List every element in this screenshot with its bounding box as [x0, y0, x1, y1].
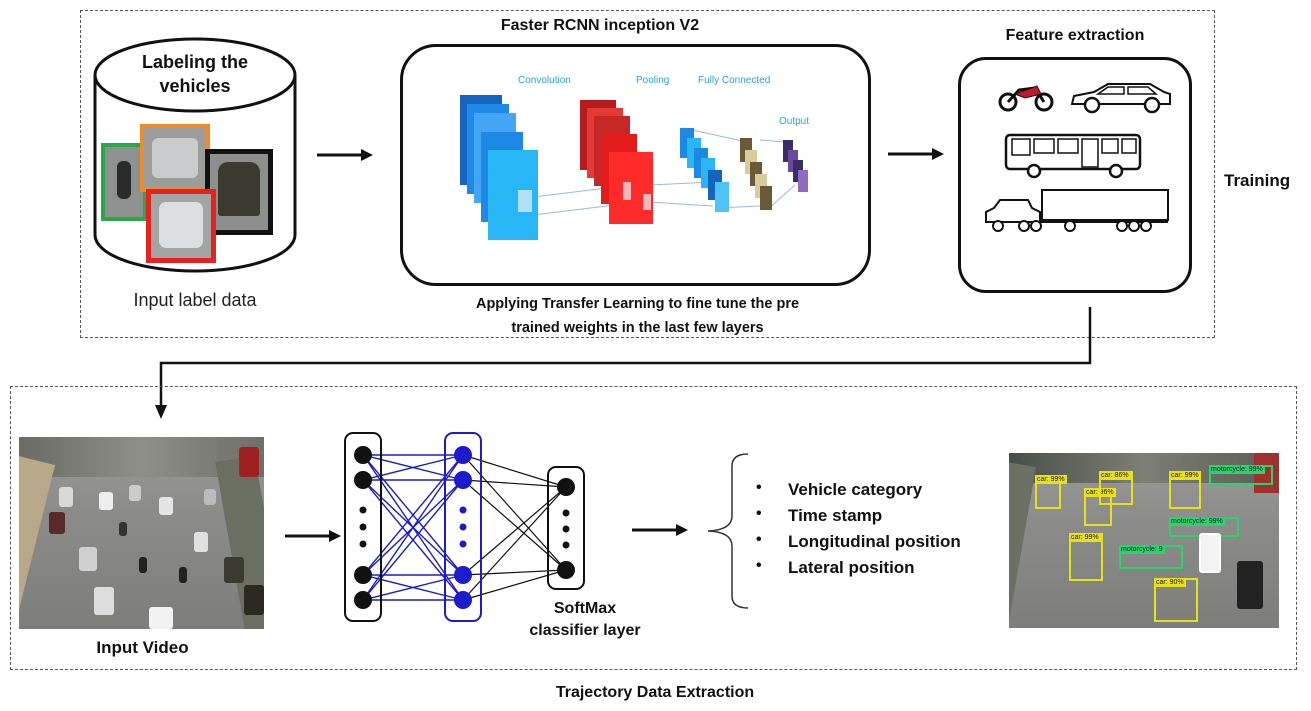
neural-network-diagram — [344, 432, 585, 622]
output-item-longitudinal-position: Longitudinal position — [756, 531, 996, 558]
label-box-car-orange — [140, 124, 210, 192]
feature-title: Feature extraction — [1005, 27, 1145, 44]
arrow-network-to-outputs — [632, 524, 688, 536]
layer-label-pooling: Pooling — [636, 75, 670, 86]
detection-box: car: 99% — [1169, 471, 1201, 509]
truck-icon — [985, 189, 1169, 232]
dataset-title: Labeling the vehicles — [141, 52, 248, 96]
output-item-vehicle-category: Vehicle category — [756, 479, 996, 506]
output-item-time-stamp: Time stamp — [756, 505, 996, 532]
arrow-dataset-to-model — [317, 149, 373, 161]
arrow-video-to-network — [285, 530, 341, 542]
label-box-car-red — [146, 189, 216, 263]
detection-box: car: 99% — [1035, 475, 1067, 509]
softmax-caption-line1: SoftMax — [553, 600, 617, 617]
cnn-architecture-graphic — [460, 95, 808, 240]
arrow-model-to-features — [888, 148, 944, 160]
layer-label-fully-connected: Fully Connected — [698, 75, 771, 86]
detection-output-frame: car: 99% car: 96% car: 86% car: 99% moto… — [1009, 453, 1279, 628]
output-item-lateral-position: Lateral position — [756, 557, 996, 584]
output-list: Vehicle category Time stamp Longitudinal… — [756, 479, 996, 584]
extraction-label: Trajectory Data Extraction — [555, 684, 755, 701]
detection-box: motorcycle: 99% — [1209, 465, 1273, 485]
detection-box: car: 86% — [1099, 471, 1133, 505]
extraction-section — [10, 386, 1297, 670]
model-title: Faster RCNN inception V2 — [500, 17, 700, 34]
training-label: Training — [1224, 171, 1291, 190]
softmax-caption: SoftMax classifier layer — [515, 598, 655, 642]
training-section — [80, 10, 1215, 338]
layer-label-convolution: Convolution — [518, 75, 571, 86]
detection-box: car: 99% — [1069, 533, 1103, 581]
softmax-caption-line2: classifier layer — [529, 622, 641, 639]
model-caption-line2: trained weights in the last few layers — [511, 320, 764, 336]
label-box-motorcycle — [101, 143, 147, 221]
dataset-caption: Input label data — [133, 290, 257, 310]
input-video-frame — [19, 437, 264, 629]
detection-box: car: 90% — [1154, 578, 1198, 622]
label-box-autorickshaw — [205, 149, 273, 235]
layer-label-output: Output — [779, 116, 810, 127]
car-icon — [1070, 83, 1171, 114]
input-video-caption: Input Video — [96, 638, 189, 657]
detection-box: motorcycle: 9 — [1119, 545, 1183, 569]
output-brace — [707, 453, 749, 609]
bus-icon — [1004, 133, 1142, 179]
model-caption-line1: Applying Transfer Learning to fine tune … — [475, 296, 800, 312]
model-caption: Applying Transfer Learning to fine tune … — [405, 292, 870, 340]
motorcycle-icon — [998, 85, 1054, 112]
